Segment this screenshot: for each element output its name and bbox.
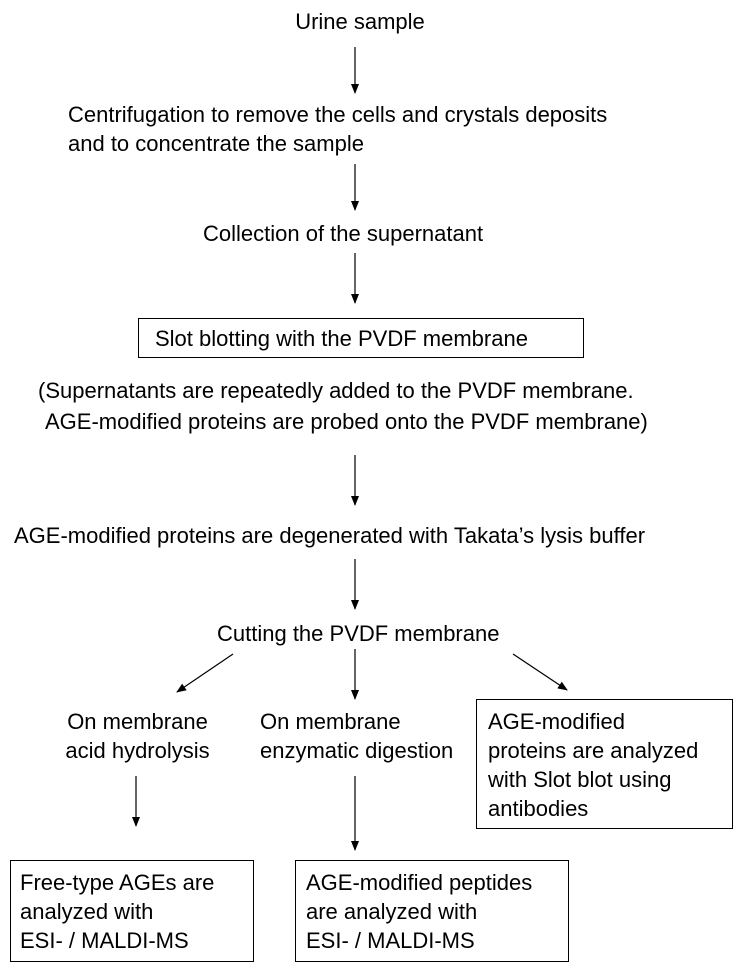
branch-right-line4: antibodies [488, 796, 589, 821]
result-middle-line3: ESI- / MALDI-MS [306, 928, 475, 953]
step-degenerated: AGE-modified proteins are degenerated wi… [14, 523, 646, 548]
result-left-line1: Free-type AGEs are [20, 870, 215, 895]
note-line2: AGE-modified proteins are probed onto th… [45, 409, 648, 434]
result-middle-line2: are analyzed with [306, 899, 478, 924]
step-centrifugation-line1: Centrifugation to remove the cells and c… [68, 102, 608, 127]
branch-middle-line2: enzymatic digestion [260, 738, 454, 763]
result-left-line3: ESI- / MALDI-MS [20, 928, 189, 953]
step-slot-blotting-box: Slot blotting with the PVDF membrane [138, 318, 584, 358]
arrow-cutting-to-right-branch [512, 653, 568, 691]
result-middle-box: AGE-modified peptides are analyzed with … [295, 860, 569, 962]
branch-right-line2: proteins are analyzed [488, 738, 699, 763]
note-line1: (Supernatants are repeatedly added to th… [38, 378, 634, 403]
branch-right-line1: AGE-modified [488, 709, 625, 734]
branch-left-line2: acid hydrolysis [65, 738, 210, 763]
step-collection: Collection of the supernatant [203, 221, 484, 246]
result-left-line2: analyzed with [20, 899, 154, 924]
arrow-cutting-to-left-branch [176, 653, 234, 693]
result-middle-line1: AGE-modified peptides [306, 870, 533, 895]
branch-middle-line1: On membrane [260, 709, 401, 734]
branch-right-line3: with Slot blot using [488, 767, 672, 792]
branch-right-box: AGE-modified proteins are analyzed with … [476, 699, 733, 829]
result-left-box: Free-type AGEs are analyzed with ESI- / … [10, 860, 254, 962]
step-cutting: Cutting the PVDF membrane [217, 621, 500, 646]
step-slot-blotting-label: Slot blotting with the PVDF membrane [155, 326, 528, 351]
step-centrifugation-line2: and to concentrate the sample [68, 131, 364, 156]
branch-left-line1: On membrane [67, 709, 208, 734]
step-urine-sample: Urine sample [295, 9, 425, 34]
